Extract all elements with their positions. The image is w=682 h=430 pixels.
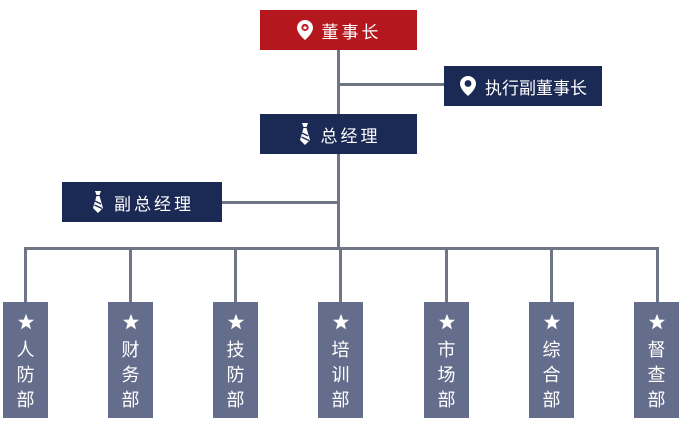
star-icon (543, 312, 561, 332)
star-icon (438, 312, 456, 332)
necktie-icon (90, 190, 106, 214)
connector-dept-drop (445, 247, 448, 302)
department-label: 技防部 (226, 340, 245, 411)
connector-dept-drop (129, 247, 132, 302)
executive-vice-chairman-label: 执行副董事长 (485, 78, 587, 99)
necktie-icon (297, 122, 313, 146)
department-label: 综合部 (542, 340, 561, 411)
department-label: 市场部 (437, 340, 456, 411)
department-label: 培训部 (331, 340, 350, 411)
chairman-node: 董事长 (260, 10, 417, 50)
star-icon (122, 312, 140, 332)
department-label: 人防部 (16, 340, 35, 411)
department-box: 培训部 (318, 302, 363, 418)
star-icon (227, 312, 245, 332)
star-icon (332, 312, 350, 332)
deputy-general-manager-label: 副总经理 (114, 194, 194, 215)
connector-dgm-branch (222, 201, 340, 204)
general-manager-label: 总经理 (320, 126, 381, 147)
executive-vice-chairman-node: 执行副董事长 (444, 66, 602, 106)
department-box: 综合部 (529, 302, 574, 418)
star-icon (17, 312, 35, 332)
connector-dept-drop (656, 247, 659, 302)
location-pin-icon (296, 19, 314, 41)
star-icon (648, 312, 666, 332)
connector-dept-drop (24, 247, 27, 302)
location-pin-icon (459, 75, 477, 97)
connector-exec-branch (337, 83, 444, 86)
department-label: 财务部 (121, 340, 140, 411)
department-box: 技防部 (213, 302, 258, 418)
department-box: 财务部 (108, 302, 153, 418)
general-manager-node: 总经理 (260, 114, 417, 154)
department-box: 督查部 (634, 302, 679, 418)
department-label: 督查部 (647, 340, 666, 411)
deputy-general-manager-node: 副总经理 (62, 182, 222, 222)
chairman-label: 董事长 (321, 22, 382, 43)
connector-dept-drop (550, 247, 553, 302)
connector-dept-drop (234, 247, 237, 302)
department-box: 人防部 (3, 302, 48, 418)
department-box: 市场部 (424, 302, 469, 418)
connector-dept-drop (339, 247, 342, 302)
